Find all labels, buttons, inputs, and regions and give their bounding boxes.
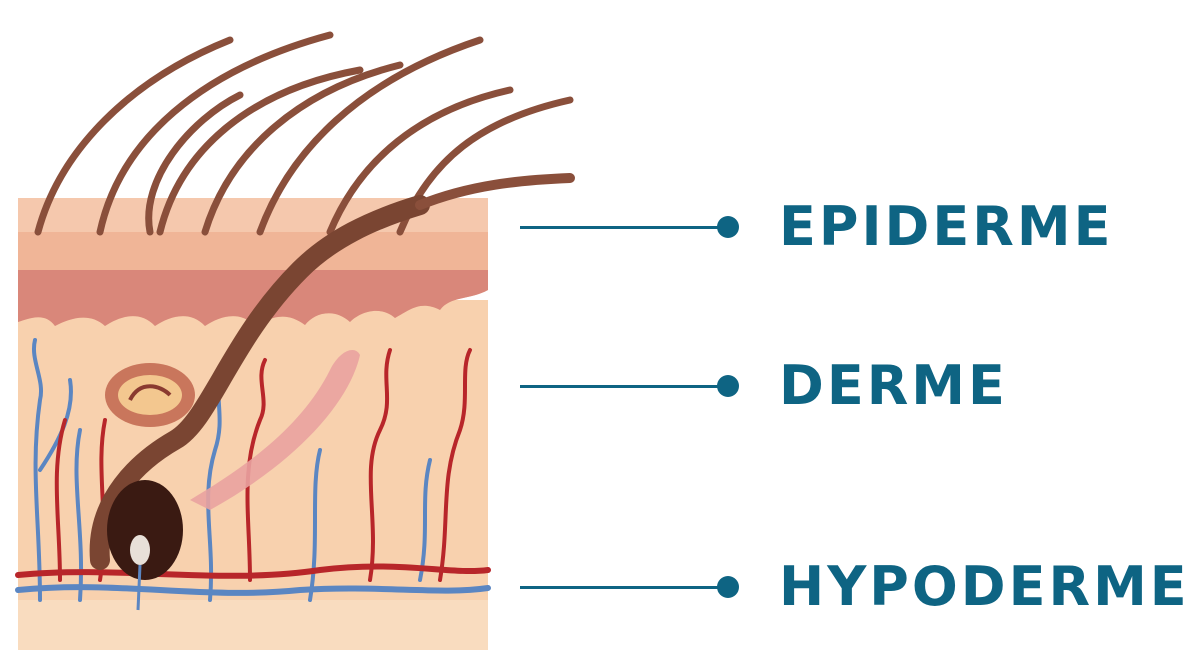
hypoderme-leader-dot — [717, 576, 739, 598]
hypoderme-leader-line — [520, 586, 728, 589]
derme-label: DERME — [779, 359, 1008, 413]
epiderme-label: EPIDERME — [779, 200, 1113, 254]
skin-cross-section-illustration — [0, 0, 600, 652]
derme-callout: DERME — [520, 356, 1008, 416]
epiderme-leader-dot — [717, 216, 739, 238]
derme-leader-line — [520, 385, 728, 388]
derme-leader-dot — [717, 375, 739, 397]
hypoderme-label: HYPODERME — [779, 560, 1190, 614]
epiderme-callout: EPIDERME — [520, 197, 1113, 257]
epiderme-leader-line — [520, 226, 728, 229]
hypoderme-callout: HYPODERME — [520, 557, 1190, 617]
sebaceous-gland — [105, 363, 195, 427]
